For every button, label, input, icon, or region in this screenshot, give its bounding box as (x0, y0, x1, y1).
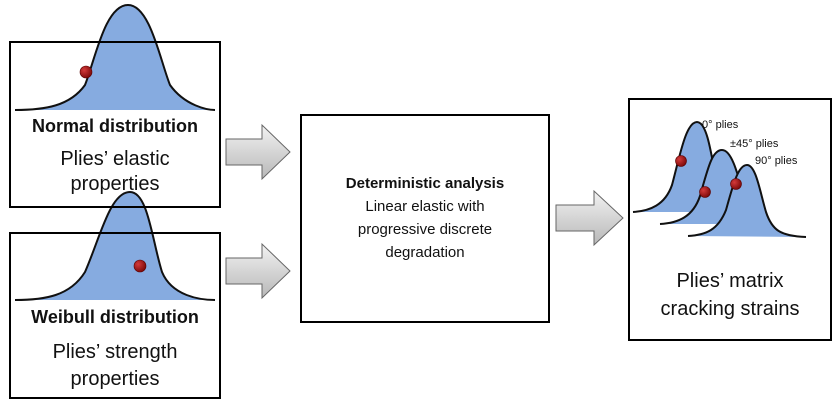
weibull-box (9, 232, 221, 399)
normal-line1: Plies’ elastic (60, 148, 170, 170)
ply-90-label: 90° plies (755, 155, 798, 167)
weibull-line1: Plies’ strength (52, 341, 178, 363)
arrow-normal-to-analysis (225, 123, 291, 181)
weibull-title: Weibull distribution (31, 307, 199, 327)
normal-sample-dot (79, 65, 93, 79)
output-line2: cracking strains (660, 298, 800, 320)
ply-0-label: 0° plies (702, 119, 739, 131)
weibull-sample-dot (133, 259, 147, 273)
arrow-weibull-to-analysis (225, 242, 291, 300)
ply-0-dot (675, 155, 687, 167)
normal-title: Normal distribution (32, 116, 198, 136)
ply-90-dot (730, 178, 742, 190)
ply-45-label: ±45° plies (730, 138, 779, 150)
weibull-curve (14, 190, 216, 301)
analysis-title: Deterministic analysis (345, 175, 505, 192)
arrow-analysis-to-output (555, 189, 624, 247)
analysis-box (300, 114, 550, 323)
analysis-line2: progressive discrete (357, 221, 493, 238)
normal-box (9, 41, 221, 208)
ply-curves (632, 120, 807, 238)
weibull-line2: properties (70, 368, 160, 390)
analysis-line1: Linear elastic with (365, 198, 485, 215)
normal-curve (14, 3, 216, 111)
ply-45-dot (699, 186, 711, 198)
output-line1: Plies’ matrix (676, 270, 784, 292)
analysis-line3: degradation (385, 244, 465, 261)
normal-line2: properties (70, 173, 160, 195)
output-box (628, 98, 832, 341)
